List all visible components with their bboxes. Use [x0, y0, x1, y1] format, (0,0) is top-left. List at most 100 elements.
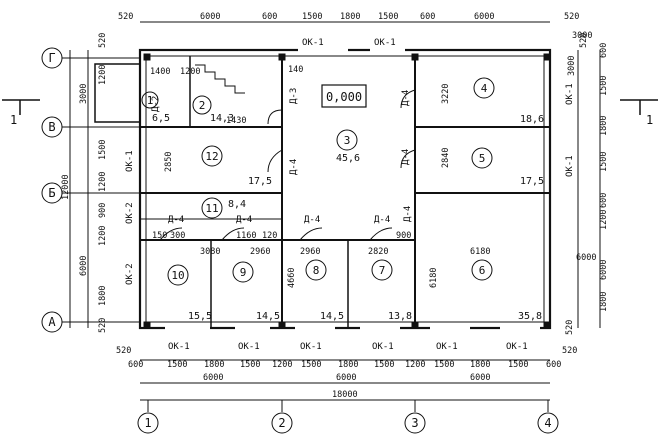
window-label: ОК-1 [565, 83, 575, 105]
dim-label: 520 [565, 320, 575, 335]
dim-label: 1500 [167, 360, 187, 370]
dim-label: 1500 [98, 140, 108, 160]
door-label: Д-4 [374, 215, 390, 225]
dim-label: 600 [546, 360, 561, 370]
room-number: 11 [205, 202, 218, 215]
axis-label-a: А [48, 315, 56, 329]
room-area: 8,4 [228, 199, 246, 210]
window-label: ОК-1 [168, 342, 190, 352]
dim-label: 6000 [200, 12, 220, 22]
axis-bubble-4 [537, 412, 559, 434]
window-label: ОК-1 [302, 38, 324, 48]
dim-label: 3000 [572, 31, 592, 41]
door-label: Д-4 [401, 149, 411, 165]
dim-label: 900 [98, 203, 108, 218]
window-label: ОК-1 [506, 342, 528, 352]
dim-label: 2960 [300, 247, 320, 257]
room-area: 14,5 [320, 311, 344, 322]
room-number: 5 [479, 152, 486, 165]
dim-label: 600 [599, 193, 609, 208]
dim-label: 3000 [79, 84, 89, 104]
room-area: 14,5 [256, 311, 280, 322]
dim-label: 1500 [599, 76, 609, 96]
dim-label: 520 [562, 346, 577, 356]
dim-label-total: 12000 [61, 174, 71, 200]
door-swing-d4f [299, 227, 323, 241]
elevation-label: 0,000 [326, 90, 362, 104]
axis-bubble-b [41, 182, 63, 204]
section-mark-right: 1 [646, 113, 653, 127]
dim-label: 1200 [98, 65, 108, 85]
axis-label-1: 1 [144, 416, 151, 430]
dim-label: 520 [118, 12, 133, 22]
window-label: ОК-1 [300, 342, 322, 352]
room-number: 1 [147, 94, 154, 107]
dim-label: 1160 [236, 231, 256, 241]
room-area: 17,5 [520, 176, 544, 187]
axis-bubble-a [41, 311, 63, 333]
dim-label: 6000 [470, 373, 490, 383]
door-label: Д-4 [304, 215, 320, 225]
room-area: 13,8 [388, 311, 412, 322]
window-label: ОК-1 [436, 342, 458, 352]
dim-label: 1200 [180, 67, 200, 77]
dim-label: 1800 [340, 12, 360, 22]
dim-label: 1500 [301, 360, 321, 370]
door-label: Д-4 [401, 90, 411, 106]
dim-label: 520 [98, 33, 108, 48]
dim-label-total: 18000 [332, 390, 358, 400]
dim-label: 3080 [200, 247, 220, 257]
door-label: Д-4 [236, 215, 252, 225]
stairs [195, 64, 245, 94]
dim-label: 6000 [576, 253, 596, 263]
dim-label: 1500 [240, 360, 260, 370]
entry-porch [94, 63, 141, 123]
door-label: Д-2 [151, 96, 161, 112]
dim-label: 1200 [272, 360, 292, 370]
dim-label: 1800 [338, 360, 358, 370]
door-swing-d3 [267, 109, 283, 125]
room-number: 12 [205, 150, 218, 163]
door-label: Д-4 [403, 206, 413, 222]
dim-label: 120 [262, 231, 277, 241]
window-label: ОК-2 [125, 202, 135, 224]
room-area: 6,5 [152, 113, 170, 124]
dim-label: 1500 [374, 360, 394, 370]
axis-bubble-2 [271, 412, 293, 434]
dim-label: 1500 [302, 12, 322, 22]
dim-label: 1500 [434, 360, 454, 370]
door-swing-d4b [400, 89, 416, 109]
room-number: 6 [479, 264, 486, 277]
dim-label: 300 [170, 231, 185, 241]
axis-label-3: 3 [411, 416, 418, 430]
dim-label: 2850 [164, 152, 174, 172]
door-swing-d4d [159, 227, 183, 241]
door-label: Д-3 [289, 88, 299, 104]
dim-label: 6000 [203, 373, 223, 383]
dim-label: 1800 [470, 360, 490, 370]
room-number: 7 [379, 264, 386, 277]
outer-wall-inner-line [145, 55, 545, 323]
dim-label: 600 [420, 12, 435, 22]
axis-bubble-v [41, 116, 63, 138]
window-label: ОК-1 [372, 342, 394, 352]
dim-label: 1500 [508, 360, 528, 370]
door-label: Д-4 [168, 215, 184, 225]
dim-label: 1800 [599, 292, 609, 312]
dim-label: 6000 [336, 373, 356, 383]
door-swing-d4c [400, 149, 416, 169]
dim-label: 1500 [378, 12, 398, 22]
dim-label: 6000 [79, 256, 89, 276]
window-label: ОК-2 [125, 263, 135, 285]
axis-bubble-1 [137, 412, 159, 434]
room-number: 4 [481, 82, 488, 95]
axis-bubble-g [41, 47, 63, 69]
room-number: 2 [199, 99, 206, 112]
dim-label: 1200 [98, 226, 108, 246]
dim-label: 3000 [567, 56, 577, 76]
axis-bubble-3 [404, 412, 426, 434]
dim-label: 520 [116, 346, 131, 356]
dim-label: 2840 [441, 148, 451, 168]
dim-label: 1800 [98, 286, 108, 306]
